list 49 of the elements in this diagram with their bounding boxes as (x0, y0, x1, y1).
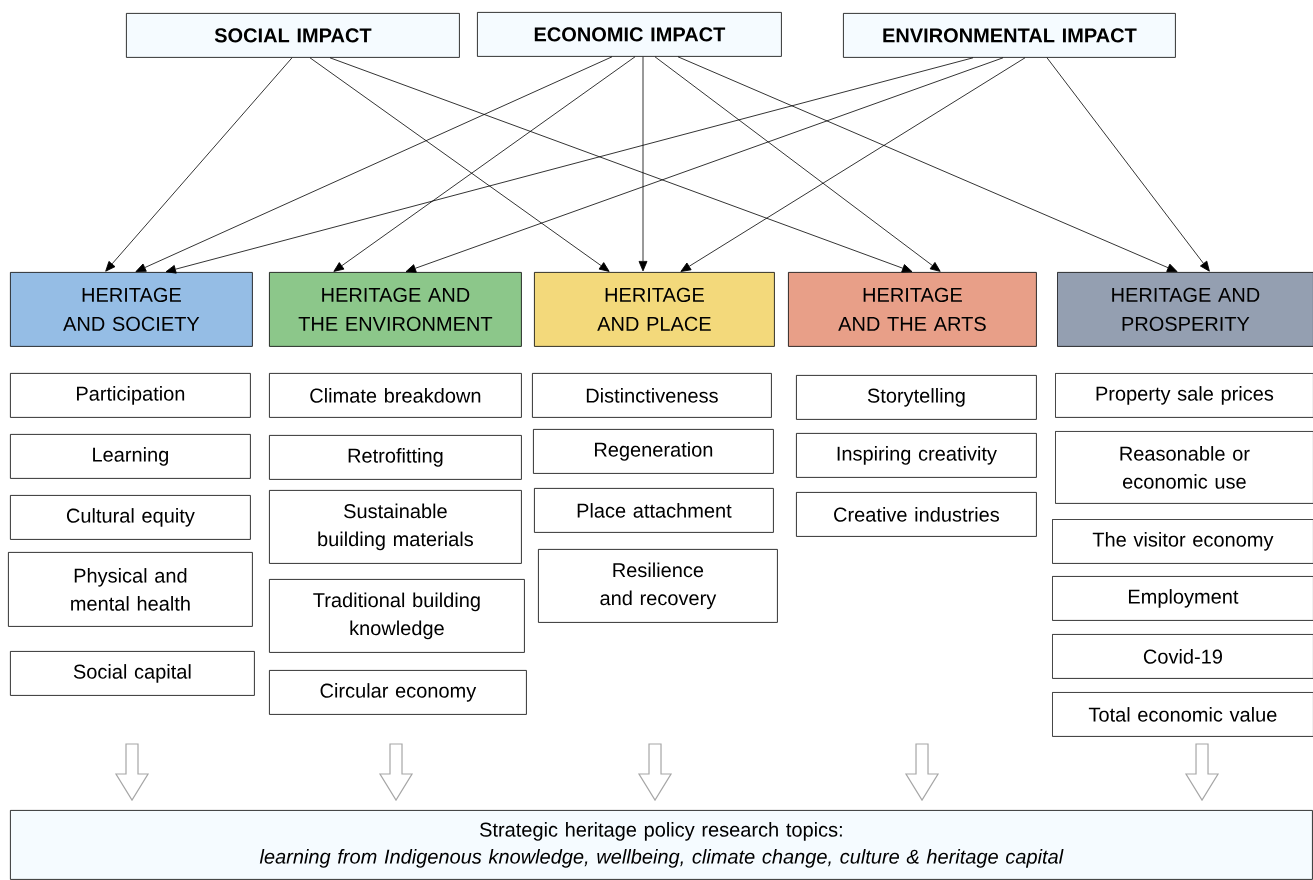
arrow (654, 56, 941, 272)
block-arrow (904, 743, 940, 802)
topic-box: Covid-19 (1052, 634, 1313, 679)
topic-box: Inspiring creativity (796, 433, 1037, 478)
topic-box: Storytelling (796, 375, 1037, 420)
category-box: HERITAGE AND SOCIETY (10, 272, 253, 347)
topic-box: Sustainable building materials (269, 490, 522, 564)
topic-box: Retrofitting (269, 435, 522, 480)
topic-box: Physical and mental health (8, 552, 253, 627)
topic-box: Employment (1052, 576, 1313, 621)
block-arrow (1184, 743, 1220, 802)
topic-box: Participation (10, 373, 251, 418)
topic-box: Total economic value (1052, 692, 1313, 737)
category-box: HERITAGE AND PROSPERITY (1057, 272, 1313, 347)
impact-box: ENVIRONMENTAL IMPACT (843, 13, 1176, 58)
block-arrow (637, 743, 673, 802)
topic-box: Creative industries (796, 492, 1037, 537)
impact-box: ECONOMIC IMPACT (477, 12, 782, 57)
topic-box: Traditional building knowledge (269, 579, 525, 653)
topic-box: Place attachment (534, 488, 774, 533)
impact-box: SOCIAL IMPACT (126, 13, 460, 58)
arrow (135, 56, 613, 272)
arrow (105, 57, 293, 272)
block-arrow (114, 743, 150, 802)
topic-box: Learning (10, 434, 251, 479)
topic-box: The visitor economy (1052, 519, 1313, 564)
category-box: HERITAGE AND THE ARTS (788, 272, 1037, 347)
topic-box: Circular economy (269, 670, 527, 715)
topic-box: Reasonable or economic use (1055, 431, 1313, 504)
summary-box: Strategic heritage policy research topics: learning from Indigenous knowledge, wellbeing, climate change, culture & heritage capital (10, 810, 1313, 880)
arrow (638, 56, 648, 272)
category-box: HERITAGE AND THE ENVIRONMENT (269, 272, 522, 347)
arrow (165, 57, 974, 274)
arrow (677, 56, 1178, 272)
topic-box: Regeneration (533, 429, 774, 474)
category-box: HERITAGE AND PLACE (534, 272, 775, 347)
topic-box: Resilience and recovery (538, 549, 778, 623)
topic-box: Climate breakdown (269, 373, 522, 418)
arrow (309, 57, 610, 272)
topic-box: Property sale prices (1055, 373, 1313, 418)
arrow (329, 57, 913, 273)
topic-box: Cultural equity (10, 495, 251, 540)
arrow (405, 57, 1004, 273)
arrow (1046, 57, 1210, 272)
topic-box: Distinctiveness (532, 373, 772, 418)
block-arrow (378, 743, 414, 802)
arrow (680, 57, 1026, 272)
topic-box: Social capital (10, 651, 255, 696)
arrow (333, 56, 636, 272)
